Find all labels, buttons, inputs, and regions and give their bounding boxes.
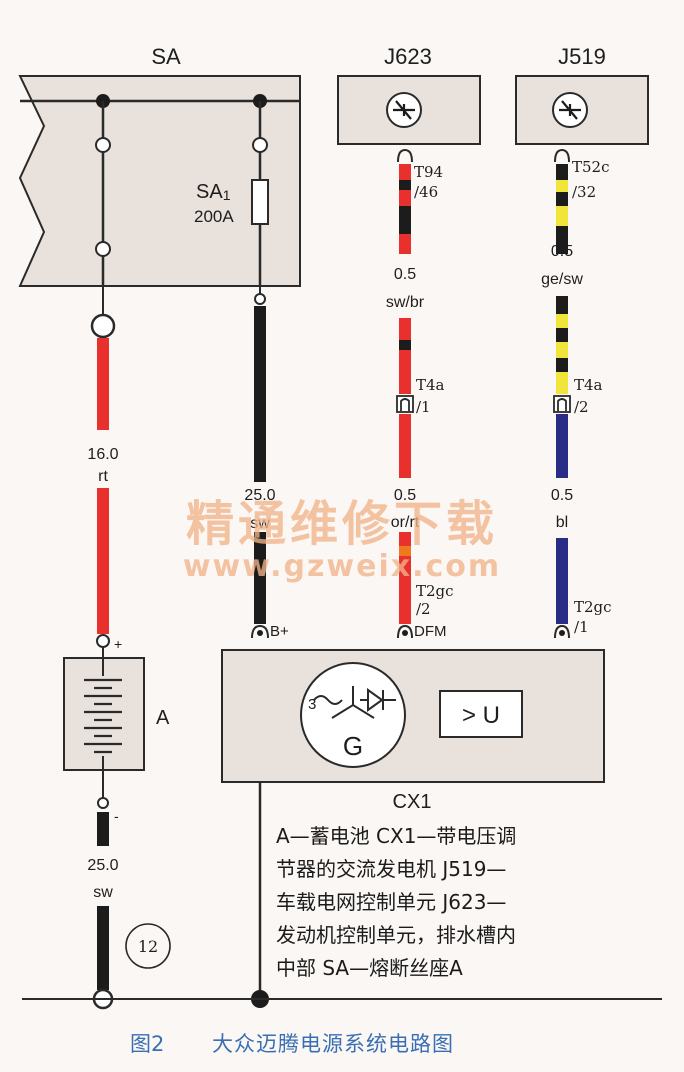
- fuse-sa1-symbol: [251, 179, 269, 225]
- connector-t2gc-right-pin: /1: [574, 618, 589, 636]
- alternator-generator-symbol: G: [343, 731, 363, 761]
- voltage-regulator-label: > U: [462, 702, 500, 729]
- watermark-title: 精通维修下载: [186, 496, 498, 552]
- legend: A—蓄电池 CX1—带电压调 节器的交流发电机 J519— 车载电网控制单元 J…: [276, 824, 516, 980]
- j519-label: J519: [558, 44, 606, 69]
- voltage-regulator: [439, 690, 523, 738]
- watermark-url: www.gzweix.com: [183, 549, 501, 584]
- connector-t4a-right-pin: /2: [574, 398, 589, 416]
- ground-point-number: 12: [138, 937, 158, 956]
- wire-16-size: 16.0: [87, 446, 118, 463]
- connector-t2gc-left-name: T2gc: [416, 582, 454, 600]
- wire-16-color: rt: [98, 468, 108, 485]
- battery-label: A: [156, 707, 170, 729]
- connector-t4a-left-pin: /1: [416, 398, 431, 416]
- alternator-phase-number: 3: [308, 696, 316, 713]
- fuse-sa1-rating: 200A: [194, 207, 234, 226]
- connector-t52c-name: T52c: [572, 158, 610, 176]
- wire-bl-size: 0.5: [551, 487, 573, 504]
- wire-25-size-top: 25.0: [244, 487, 275, 504]
- connector-t4a-left-name: T4a: [416, 376, 445, 394]
- wire-swbr-color: sw/br: [386, 294, 425, 311]
- wire-gesw-size: 0.5: [551, 243, 573, 260]
- wire-25-color-bottom: sw: [93, 884, 113, 901]
- connector-t94-name: T94: [414, 163, 443, 181]
- figure-number: 图2: [130, 1032, 164, 1056]
- legend-line: 发动机控制单元，排水槽内: [276, 923, 516, 947]
- wire-j519-pin1: [553, 148, 571, 639]
- wire-bl-color: bl: [556, 514, 568, 531]
- battery-plus: +: [114, 636, 122, 652]
- wire-25-sw-ground: [92, 770, 114, 1010]
- battery-minus: -: [114, 808, 119, 824]
- connector-t94-pin: /46: [414, 183, 438, 201]
- fuse-box-label: SA: [151, 44, 181, 69]
- pin-bplus-label: B+: [270, 623, 289, 640]
- wire-25-size-bottom: 25.0: [87, 857, 118, 874]
- connector-t52c-pin: /32: [572, 183, 596, 201]
- alternator-cx1: [221, 649, 605, 1008]
- alternator-label: CX1: [393, 791, 432, 813]
- wire-16-rt: [90, 286, 116, 658]
- figure-title: 大众迈腾电源系统电路图: [212, 1032, 454, 1056]
- wire-25-sw-bplus: [251, 286, 269, 639]
- wire-swbr-size: 0.5: [394, 266, 416, 283]
- legend-line: 车载电网控制单元 J623—: [276, 890, 506, 914]
- pin-dfm-label: DFM: [414, 623, 447, 640]
- wire-j623-dfm: [396, 148, 414, 639]
- control-unit-j623: [337, 75, 481, 145]
- fuse-sa1-label: SA1: [196, 181, 231, 203]
- connector-t2gc-right-name: T2gc: [574, 598, 612, 616]
- connector-t2gc-left-pin: /2: [416, 600, 431, 618]
- legend-line: 节器的交流发电机 J519—: [276, 857, 506, 881]
- j623-label: J623: [384, 44, 432, 69]
- wire-orrt-color: or/rt: [391, 514, 420, 531]
- wire-gesw-color: ge/sw: [541, 271, 583, 288]
- control-unit-j519: [515, 75, 649, 145]
- legend-line: A—蓄电池 CX1—带电压调: [276, 824, 516, 848]
- connector-t4a-right-name: T4a: [574, 376, 603, 394]
- wire-orrt-size: 0.5: [394, 487, 416, 504]
- wire-25-color-top: sw: [250, 515, 270, 532]
- legend-line: 中部 SA—熔断丝座A: [276, 956, 463, 980]
- battery-a: [63, 657, 145, 771]
- fuse-box-sa: [18, 75, 301, 287]
- ground-point-12: [125, 923, 171, 969]
